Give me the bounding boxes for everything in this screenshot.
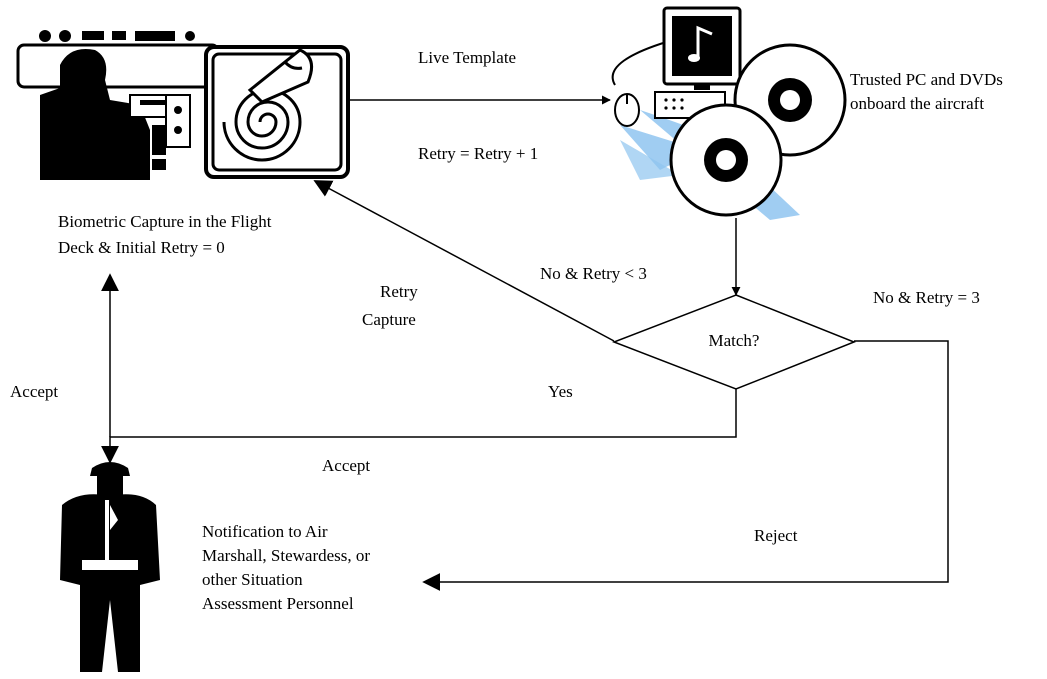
retry-capture-label-line2: Capture	[362, 310, 416, 329]
accept-to-marshal-arrow	[101, 389, 737, 464]
trusted-pc-label-line1: Trusted PC and DVDs	[850, 70, 1003, 89]
accept-left-label: Accept	[10, 382, 59, 401]
yes-label: Yes	[548, 382, 573, 401]
notification-label-line2: Marshall, Stewardess, or	[202, 546, 371, 565]
match-decision	[611, 294, 857, 390]
reject-label: Reject	[754, 526, 798, 545]
reject-arrow	[422, 340, 949, 591]
notification-label-line4: Assessment Personnel	[202, 594, 354, 613]
retry-capture-arrow	[313, 180, 615, 342]
capture-label-line1: Biometric Capture in the Flight	[58, 212, 272, 231]
retry-increment-label: Retry = Retry + 1	[418, 144, 539, 163]
notification-label-line1: Notification to Air	[202, 522, 328, 541]
trusted-pc-label-line2: onboard the aircraft	[850, 94, 985, 113]
computer-with-dvds-icon	[611, 6, 847, 220]
air-marshal-icon	[60, 462, 160, 672]
no-retry-less-label: No & Retry < 3	[540, 264, 647, 283]
match-decision-label: Match?	[709, 331, 760, 350]
accept-bottom-label: Accept	[322, 456, 371, 475]
capture-label-line2: Deck & Initial Retry = 0	[58, 238, 225, 257]
notification-label-line3: other Situation	[202, 570, 303, 589]
fingerprint-scanner-icon	[204, 45, 350, 179]
no-retry-equal-label: No & Retry = 3	[873, 288, 980, 307]
retry-capture-label-line1: Retry	[380, 282, 418, 301]
pilot-icon	[16, 30, 220, 180]
live-template-label: Live Template	[418, 48, 517, 67]
